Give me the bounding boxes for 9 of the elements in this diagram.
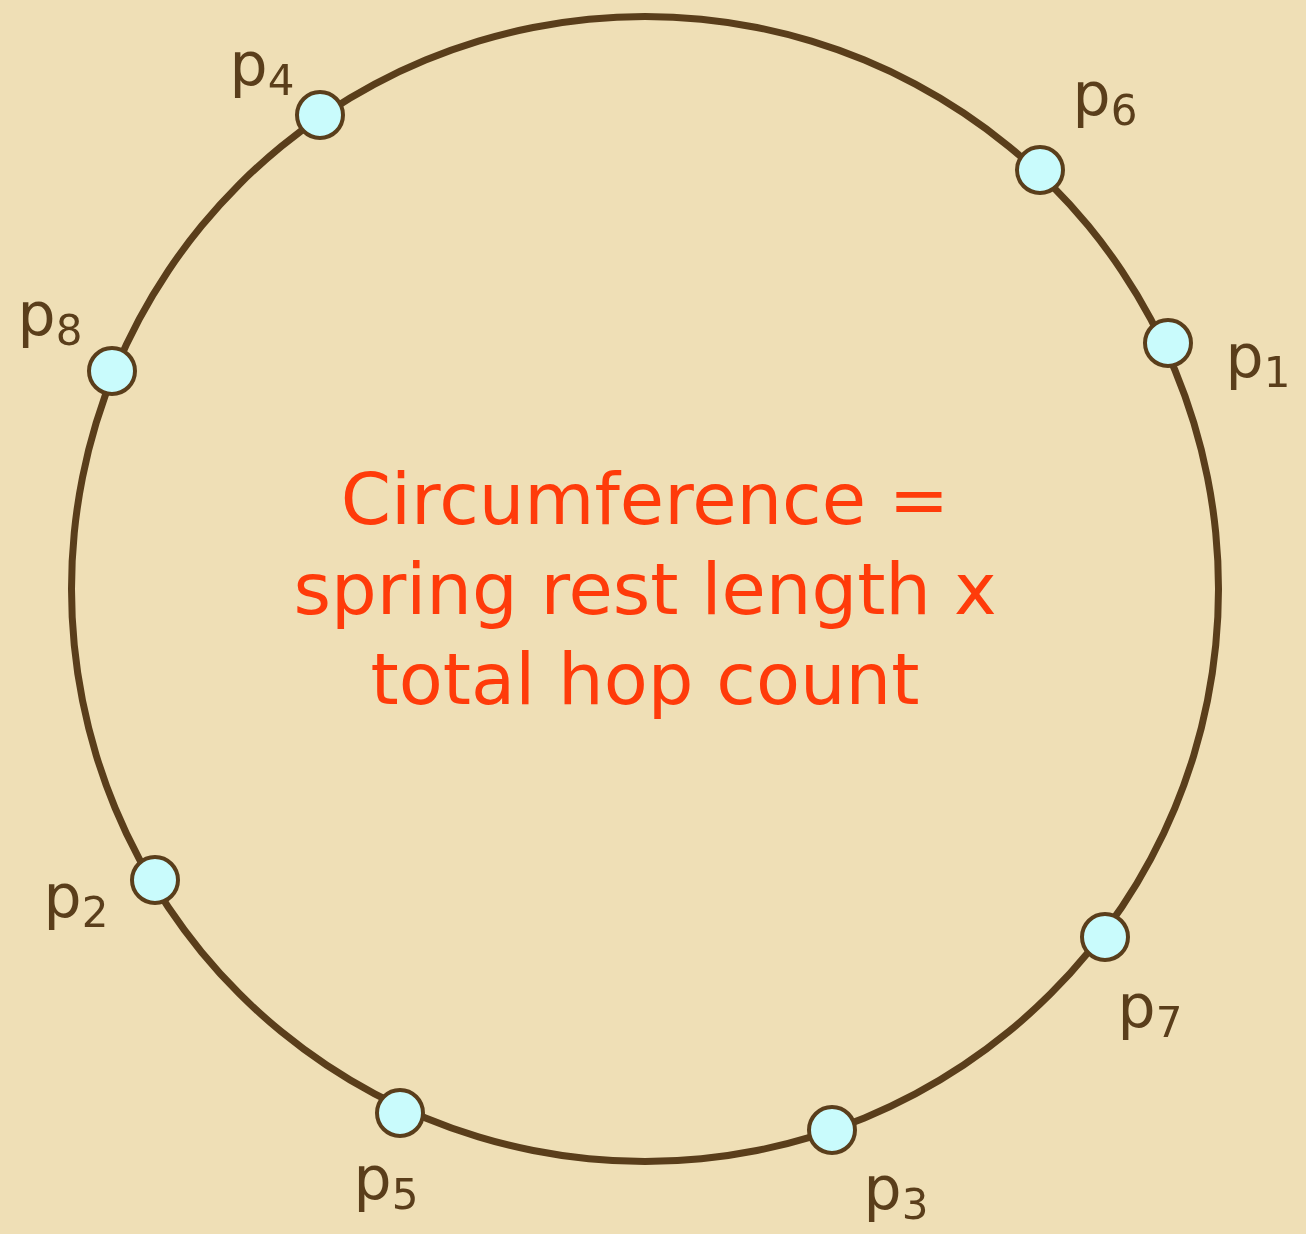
point-label: p$_{3}$ bbox=[863, 1157, 929, 1227]
formula-text: Circumference = spring rest length x total hop count bbox=[292, 456, 998, 723]
point-label: p$_{1}$ bbox=[1225, 325, 1291, 395]
point-label: p$_{7}$ bbox=[1117, 975, 1183, 1045]
point-label: p$_{8}$ bbox=[17, 283, 83, 353]
point-label: p$_{5}$ bbox=[353, 1147, 419, 1217]
point-label: p$_{6}$ bbox=[1072, 63, 1138, 133]
point-label: p$_{2}$ bbox=[43, 865, 109, 935]
point-label: p$_{4}$ bbox=[229, 33, 295, 103]
